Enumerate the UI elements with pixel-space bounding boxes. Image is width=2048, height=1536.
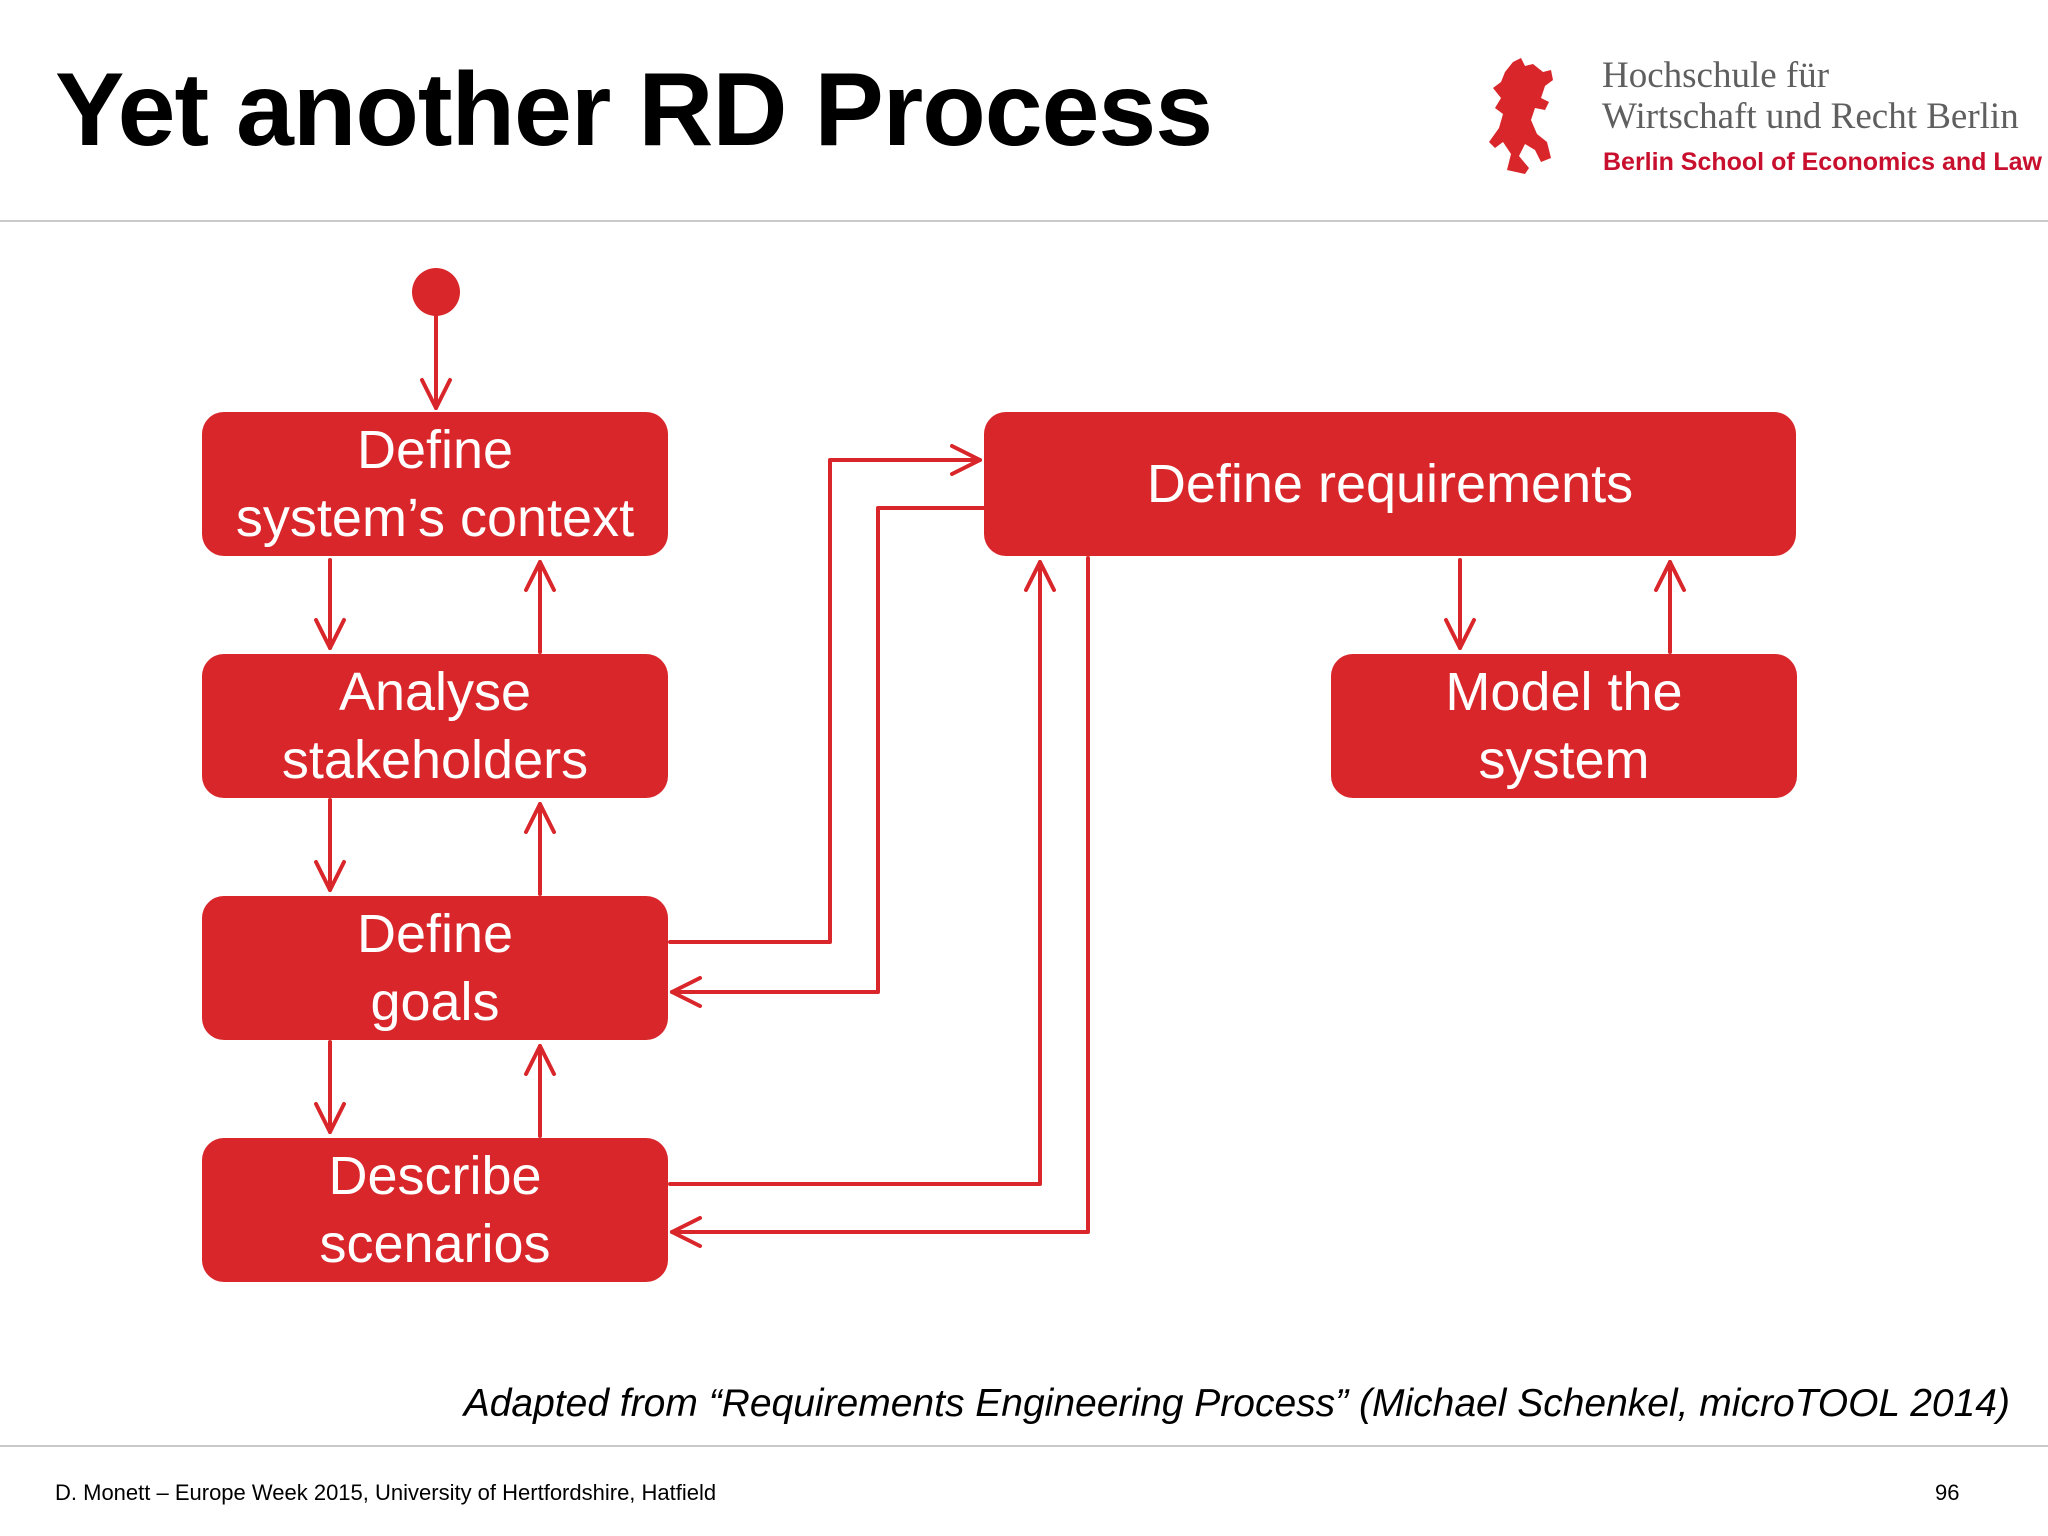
arrow-requirements-to-goals [670, 506, 986, 1008]
box-analyse-stakeholders: Analyse stakeholders [202, 654, 668, 798]
header-divider [0, 220, 2048, 222]
arrow-scenarios-to-requirements [668, 560, 1056, 1186]
box-define-goals: Define goals [202, 896, 668, 1040]
arrow-scenarios-to-goals [524, 1044, 556, 1138]
slide-title: Yet another RD Process [55, 52, 1213, 168]
arrow-start-to-context [420, 314, 452, 410]
logo-line-hochschule: Hochschule für [1602, 55, 1830, 96]
arrow-goals-to-stakeholders [524, 802, 556, 896]
source-citation: Adapted from “Requirements Engineering P… [463, 1382, 2010, 1425]
logo-line-wirtschaft: Wirtschaft und Recht Berlin [1602, 96, 2019, 137]
arrow-goals-to-requirements [668, 444, 982, 944]
footer-text: D. Monett – Europe Week 2015, University… [55, 1480, 717, 1505]
arrow-model-to-requirements [1654, 560, 1686, 654]
start-node [412, 268, 460, 316]
process-diagram-connectors [314, 268, 1686, 1248]
arrow-context-to-stakeholders [314, 558, 346, 650]
arrow-stakeholders-to-goals [314, 798, 346, 892]
box-define-system-context: Define system’s context [202, 412, 668, 556]
footer-divider [0, 1445, 2048, 1447]
logo-line-english-name: Berlin School of Economics and Law [1603, 148, 2042, 176]
box-model-the-system: Model the system [1331, 654, 1797, 798]
box-describe-scenarios: Describe scenarios [202, 1138, 668, 1282]
berlin-bear-icon [1489, 58, 1553, 174]
arrow-requirements-to-scenarios [670, 556, 1090, 1248]
university-logo: Hochschule für Wirtschaft und Recht Berl… [1485, 52, 2042, 182]
arrow-stakeholders-to-context [524, 560, 556, 654]
arrow-goals-to-scenarios [314, 1040, 346, 1134]
box-define-requirements: Define requirements [984, 412, 1796, 556]
page-number: 96 [1935, 1480, 1960, 1505]
arrow-requirements-to-model [1444, 558, 1476, 650]
